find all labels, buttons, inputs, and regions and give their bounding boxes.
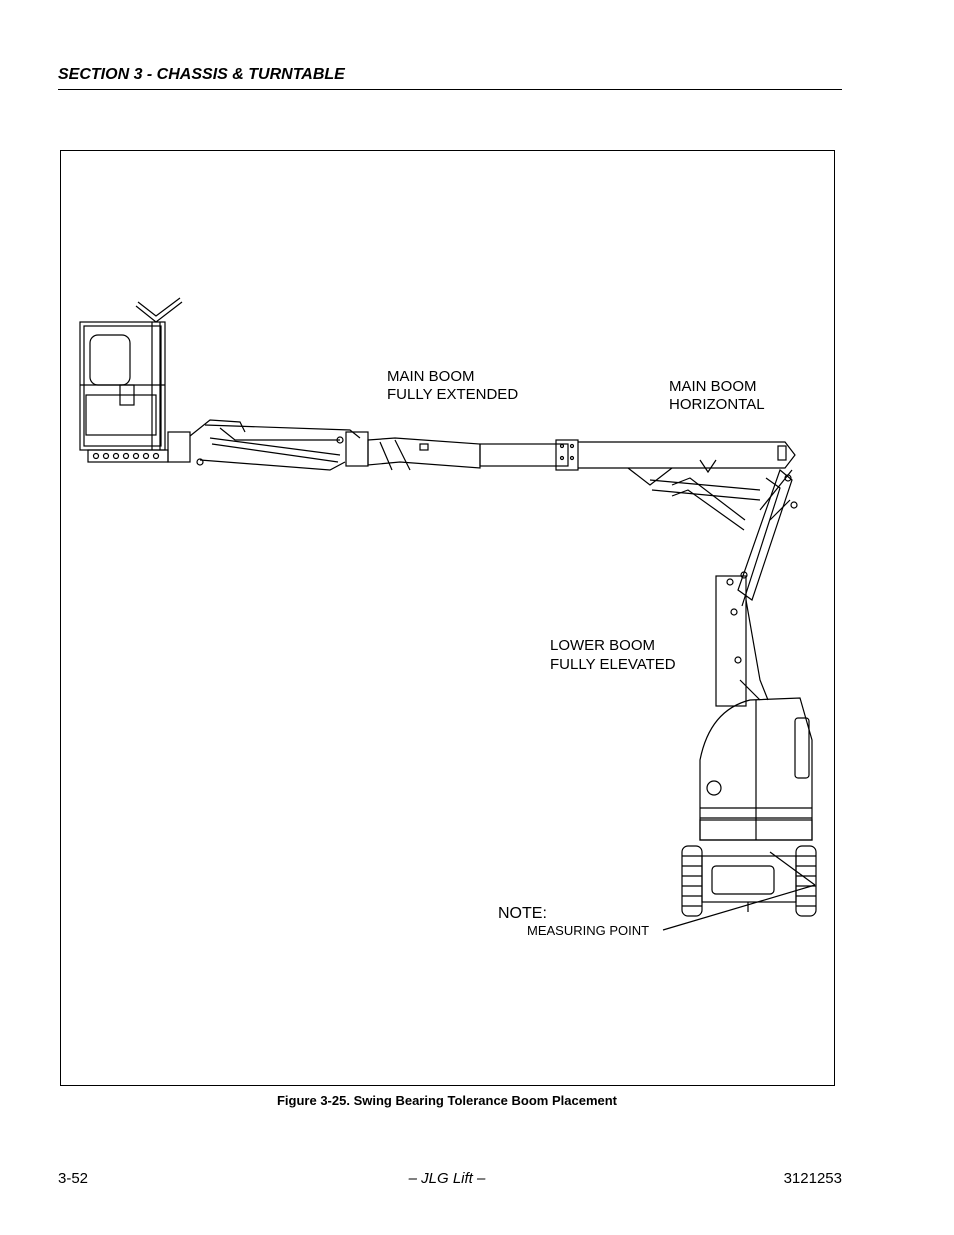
document-number: 3121253 [783,1170,842,1187]
jib-assembly [167,419,369,471]
label-lower-boom-line1: LOWER BOOM [550,637,656,654]
label-main-boom-extended-line2: FULLY EXTENDED [387,386,519,403]
figure-caption: Figure 3-25. Swing Bearing Tolerance Boo… [276,1093,617,1108]
label-main-boom-horizontal-line2: HORIZONTAL [669,396,765,413]
label-main-boom-extended-line1: MAIN BOOM [387,368,475,385]
page-number: 3-52 [58,1170,89,1187]
figure-frame [60,150,835,1086]
chassis-tracks [681,845,817,917]
turntable [699,697,813,841]
boom-cylinders [649,477,761,531]
measuring-point-leader [662,884,816,931]
lower-boom [737,468,798,607]
main-boom [367,437,796,486]
label-lower-boom-line2: FULLY ELEVATED [550,656,676,673]
measuring-point-leader-2 [769,851,816,886]
section-header: SECTION 3 - CHASSIS & TURNTABLE [58,66,345,83]
platform-basket [79,297,183,463]
header-rule [58,89,842,90]
label-measuring-point: MEASURING POINT [527,923,650,938]
publisher-footer: – JLG Lift – [408,1170,486,1187]
label-main-boom-horizontal-line1: MAIN BOOM [669,378,757,395]
tower-upright [715,575,769,707]
platform-lights [92,452,160,460]
label-note: NOTE: [498,905,547,922]
